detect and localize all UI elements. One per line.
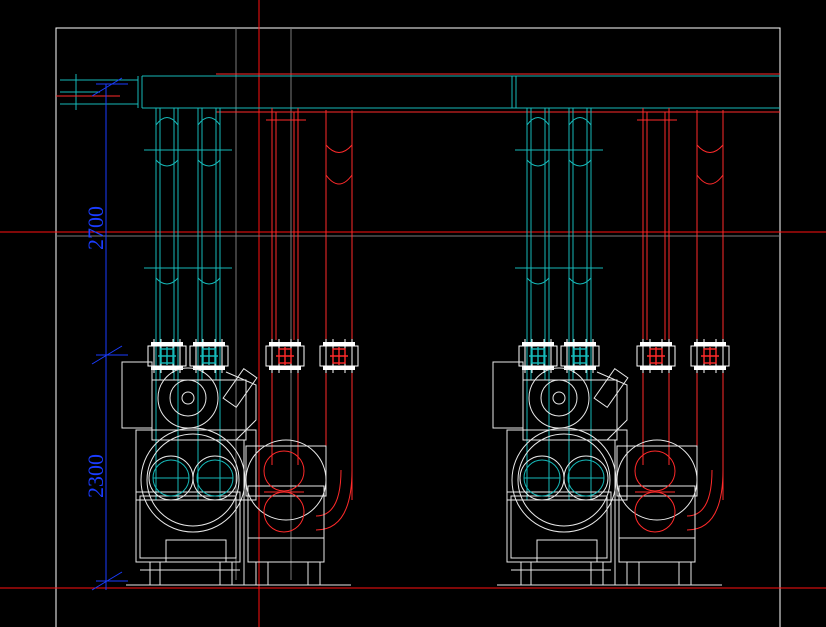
dimension-lower-label: 2300 [83,454,108,498]
unit-left [122,108,358,585]
drawing-frame [55,27,781,627]
dimension-upper-label: 2700 [83,206,108,250]
header-main-cold [60,74,780,110]
unit-right [493,108,729,585]
header-main-hot [56,73,780,113]
dimension-chain [91,77,128,591]
guide-lines [56,28,780,580]
